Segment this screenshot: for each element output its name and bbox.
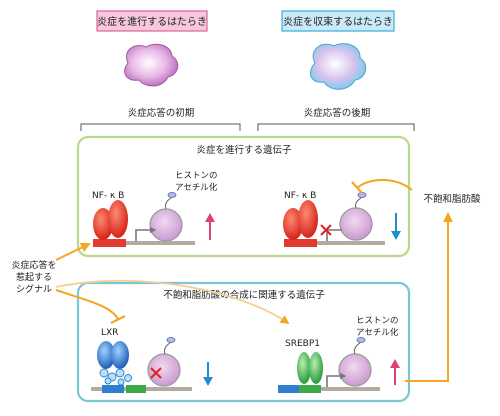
histone-label-top-2: アセチル化 (175, 182, 218, 193)
signal-inhibits-lxr-line (55, 289, 119, 320)
fatty-acid-inhibits-nfkb-bar (351, 181, 363, 194)
early-phase-bracket (80, 123, 241, 131)
nucleosome-early (149, 208, 183, 242)
corepressor-complex (99, 368, 132, 386)
lxr-label: LXR (101, 328, 118, 338)
signal-label-3: シグナル (16, 283, 52, 295)
acetyl-group-late (357, 191, 367, 198)
up-arrowhead-srebp1 (390, 359, 400, 368)
up-arrowhead-early (205, 213, 215, 222)
inflammatory-genes-panel (76, 135, 411, 258)
nucleosome-lxr (147, 353, 181, 387)
histone-label-top-1: ヒストンの (175, 171, 218, 181)
lxr-adjacent-site (126, 385, 146, 393)
srebp1-to-fatty-acid-arrow (405, 212, 453, 382)
nfkb-subunit-b-late (298, 200, 318, 238)
transcription-arrow-early (135, 226, 157, 241)
early-phase-label: 炎症応答の初期 (128, 107, 195, 119)
histone-label-bottom-2: アセチル化 (356, 327, 399, 338)
fatty-acid-genes-title: 不飽和脂肪酸の合成に関連する遺伝子 (163, 289, 325, 301)
lxr-subunit-a (97, 341, 115, 369)
acetyl-group-early (167, 191, 177, 198)
signal-label-1: 炎症応答を (11, 259, 56, 271)
nfkb-binding-site-early (93, 239, 126, 247)
macrophage-inflammatory-cell (124, 43, 179, 87)
nfkb-binding-site-late (284, 239, 317, 247)
nfkb-label-early: NF- κ B (92, 191, 124, 201)
signal-label-2: 惹起する (16, 271, 52, 283)
late-phase-bracket (257, 123, 415, 131)
histone-tail-srebp1 (354, 342, 361, 355)
progression-label: 炎症を進行するはたらき (97, 15, 207, 28)
fatty-acid-label: 不飽和脂肪酸 (423, 193, 481, 205)
block-x-mark-top (320, 224, 332, 236)
acetyl-group-lxr (166, 336, 176, 343)
srebp1-binding-site (299, 385, 321, 393)
resolution-label-box: 炎症を収束するはたらき (281, 10, 395, 32)
nfkb-label-late: NF- κ B (284, 191, 316, 201)
histone-tail-lxr (164, 342, 171, 355)
fatty-acid-inhibits-nfkb-line (356, 179, 413, 191)
nucleosome-srebp1 (338, 353, 372, 387)
inflammatory-genes-title: 炎症を進行する遺伝子 (196, 144, 292, 156)
signal-to-nfkb-arrow (55, 242, 91, 261)
lxr-binding-site (102, 385, 124, 393)
resolution-label: 炎症を収束するはたらき (283, 15, 393, 28)
blocked-transcription-line (326, 229, 342, 241)
fatty-acid-genes-panel (76, 281, 411, 403)
nfkb-subunit-a-early (93, 208, 113, 240)
down-arrowhead-lxr (203, 377, 213, 386)
nfkb-subunit-b-early (108, 200, 128, 238)
nfkb-subunit-a-late (283, 208, 303, 240)
histone-label-bottom-1: ヒストンの (356, 316, 399, 326)
transcription-arrow-srebp1 (326, 372, 347, 387)
srebp1-blue-site (278, 385, 299, 393)
signal-inhibits-lxr-bar (110, 315, 126, 324)
histone-tail-early (165, 197, 172, 210)
signal-to-srebp1-arrow (55, 279, 290, 325)
nucleosome-late (339, 207, 373, 241)
block-x-mark-bottom (150, 367, 162, 379)
macrophage-resolving-cell (309, 43, 367, 90)
srebp1-subunit-a (297, 352, 311, 384)
progression-label-box: 炎症を進行するはたらき (96, 10, 208, 32)
srebp1-subunit-b (309, 352, 323, 384)
srebp1-label: SREBP1 (285, 339, 320, 349)
down-arrowhead-late (391, 231, 401, 240)
late-phase-label: 炎症応答の後期 (304, 107, 371, 119)
histone-tail-late (355, 197, 362, 209)
acetyl-group-srebp1 (356, 336, 366, 343)
lxr-subunit-b (111, 341, 129, 369)
